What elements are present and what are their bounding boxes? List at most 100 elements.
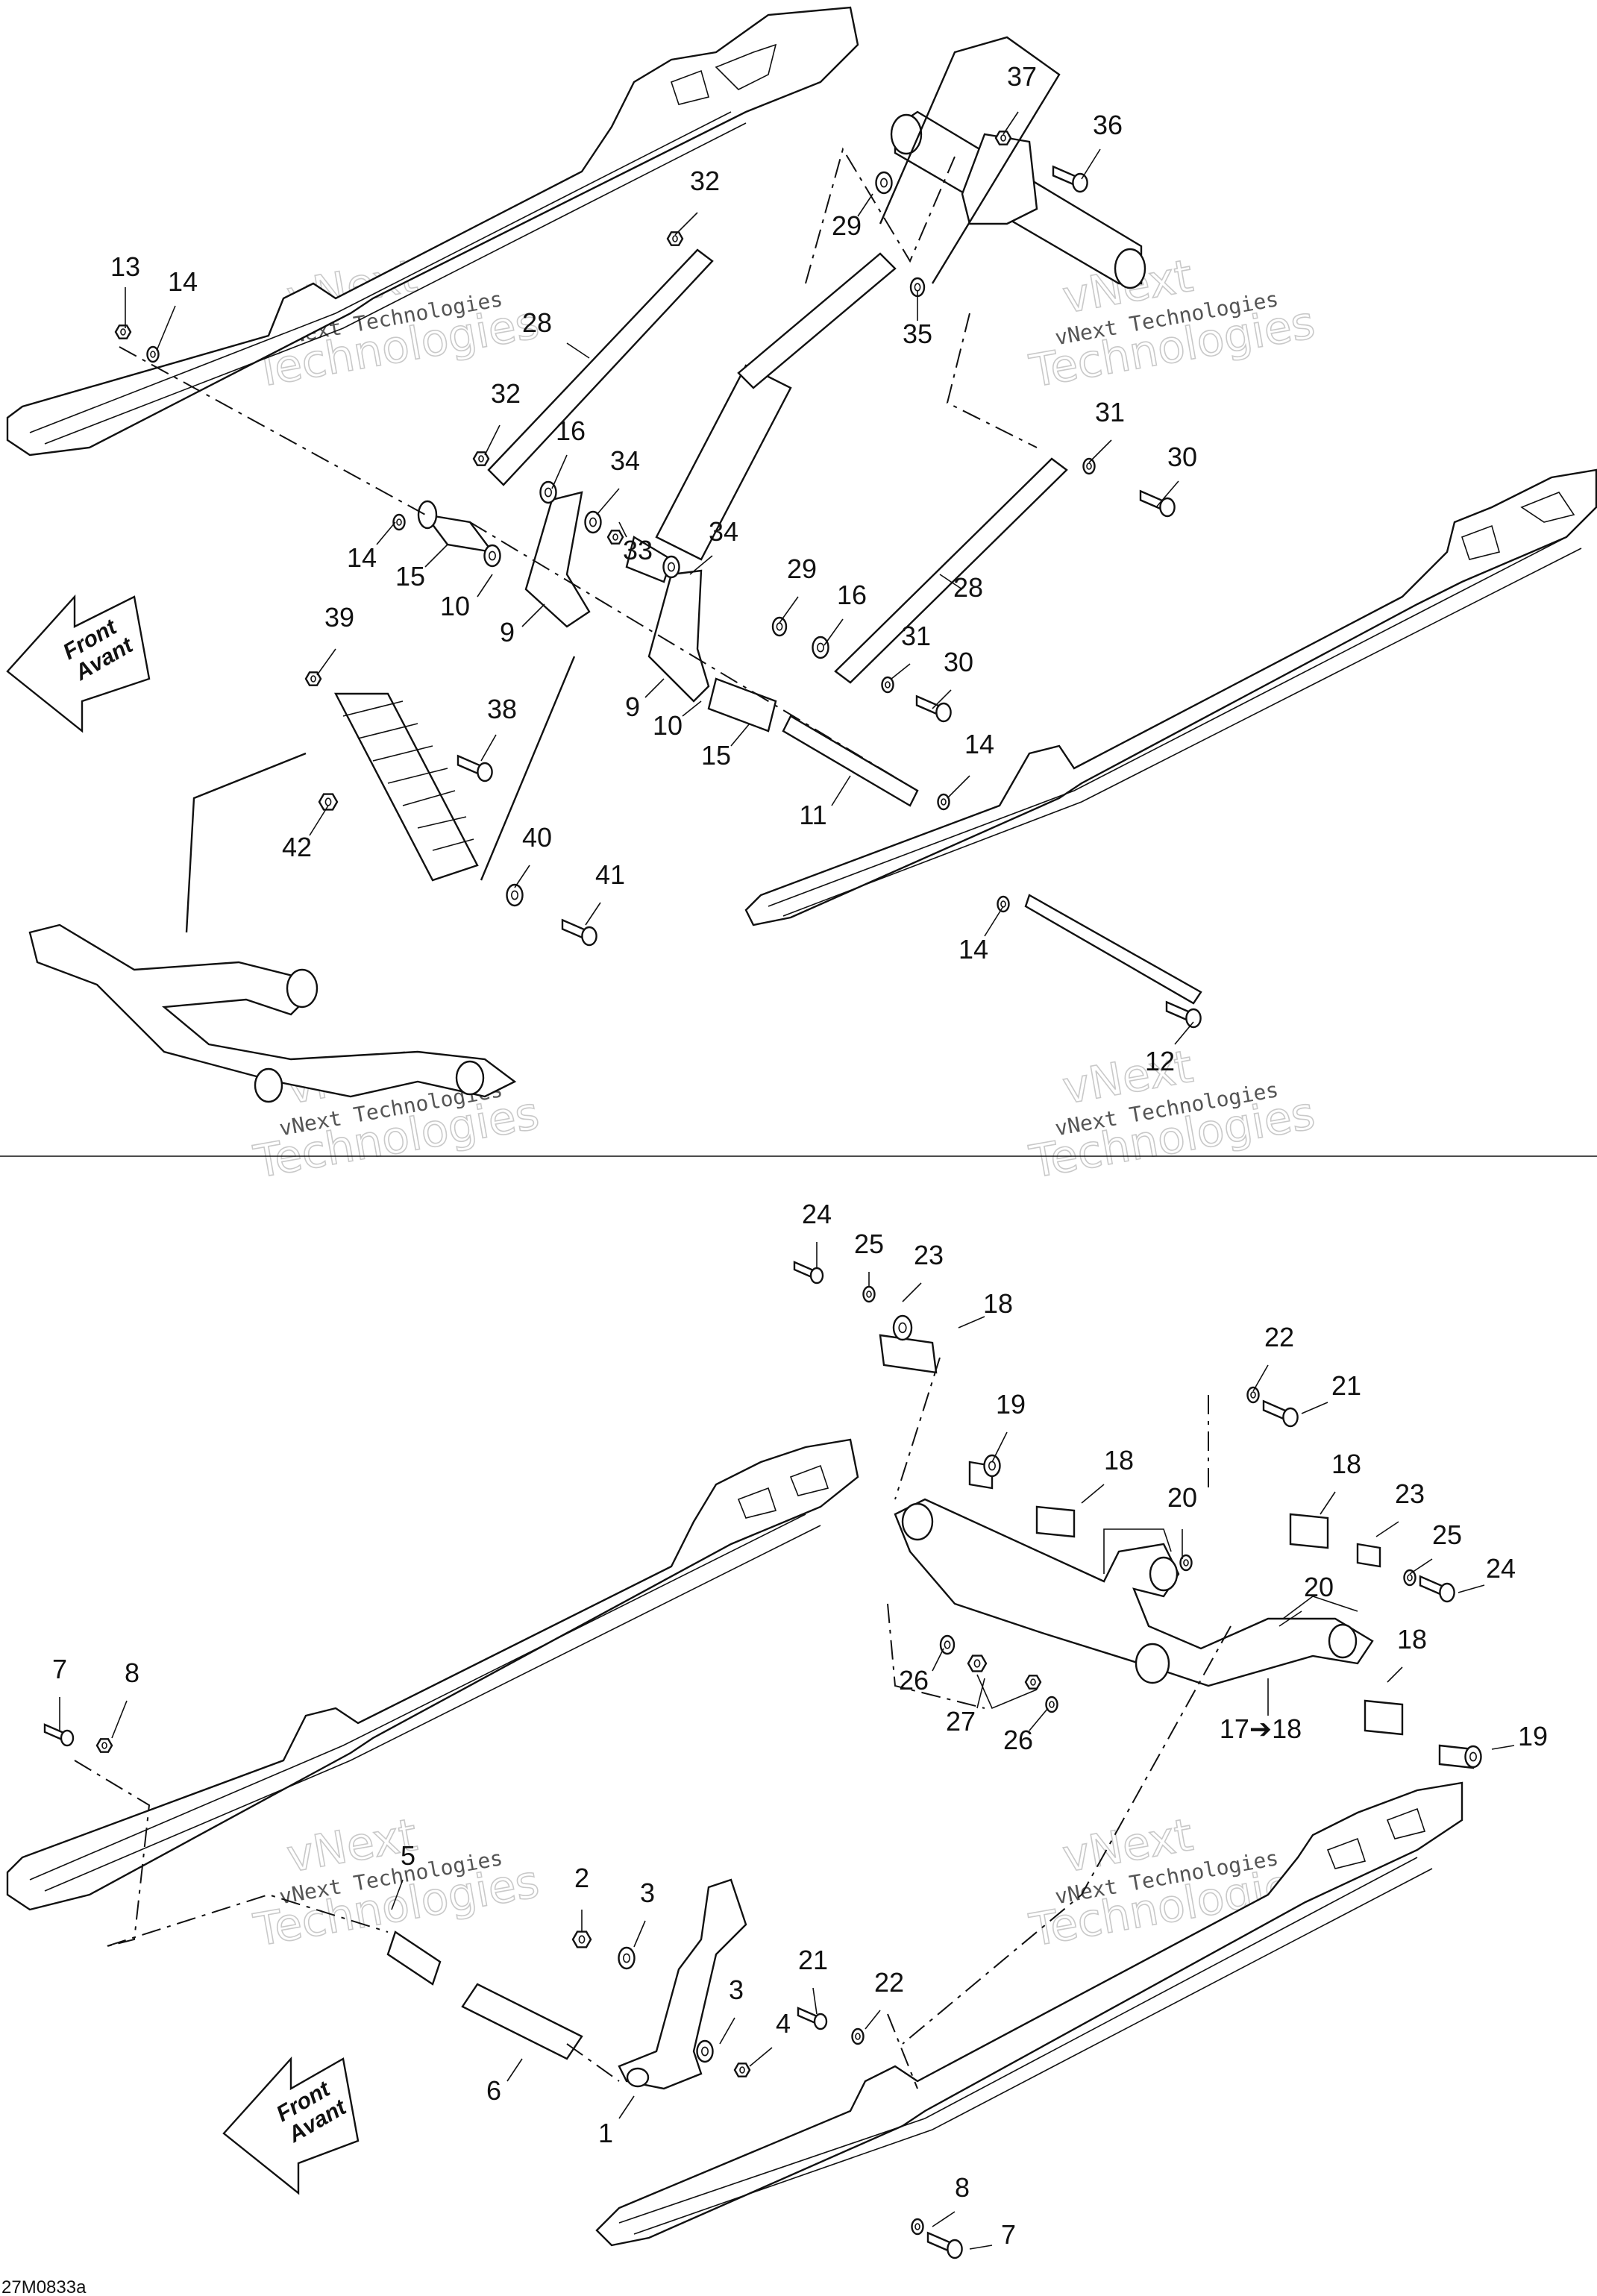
leader-line [823,618,844,646]
watermarks: vNext Technologies vNext Technologies vN… [249,249,1319,1957]
part-label-9b: 9 [625,691,640,722]
right-rail-bottom [595,1781,1463,2247]
washer [392,513,406,531]
part-label-34a: 34 [610,445,640,476]
arm-right [647,569,710,703]
part-label-38: 38 [487,694,517,724]
leader-line [969,2245,993,2250]
part-label-41: 41 [595,859,625,890]
leader-line [976,1674,1038,1710]
part-label-2: 2 [574,1863,589,1893]
part-label-21a: 21 [1331,1370,1361,1401]
part-label-22a: 22 [1264,1322,1294,1352]
part-label-16a: 16 [556,415,586,446]
leader-line [1088,439,1112,463]
leader-line [521,603,545,627]
part-label-26b: 26 [1003,1725,1033,1755]
leader-line [633,1920,646,1948]
leader-line [1155,480,1179,508]
washer [812,636,829,659]
bolt [1262,1399,1299,1428]
leader-line [976,1678,985,1709]
part-label-19b: 19 [1518,1721,1548,1751]
part-label-14c: 14 [964,729,994,759]
bolt [1165,1000,1202,1029]
link-rod-left [487,248,714,486]
nut [95,1738,113,1753]
alignment-lines-bottom [74,1357,1232,2089]
spacer-tube-5 [386,1930,442,1986]
part-label-31b: 31 [901,621,931,651]
part-label-25a: 25 [854,1229,884,1259]
part-label-22b: 22 [874,1967,904,1998]
leader-line [947,775,970,799]
leader-line [1301,1402,1328,1414]
washer [851,2027,865,2045]
left-rail-bottom [6,1438,859,1911]
leader-line [566,342,590,359]
washer [862,1285,876,1303]
bolt [793,1261,824,1285]
leader-line [682,700,702,717]
part-label-29a: 29 [832,210,862,241]
part-label-15b: 15 [701,740,731,771]
right-rail-top [744,468,1597,926]
nut [1024,1675,1042,1690]
washer [911,2218,924,2236]
axle [782,715,919,807]
washer [1179,1554,1193,1572]
part-label-7a: 7 [52,1654,67,1684]
leader-line [596,488,620,515]
leader-line [779,596,799,624]
part-label-19a: 19 [996,1389,1026,1420]
left-rail-top [6,6,859,457]
part-label-28a: 28 [522,307,552,338]
washer [771,616,788,637]
part-label-11: 11 [799,800,826,830]
washer [618,1946,636,1970]
part-label-24a: 24 [802,1199,832,1229]
part-label-23a: 23 [914,1240,944,1270]
part-label-37: 37 [1007,61,1037,92]
leader-line [156,305,176,351]
bolt [561,918,597,947]
part-label-33: 33 [623,535,653,565]
part-label-9a: 9 [500,617,515,647]
leader-line [618,2095,635,2119]
nut [571,1930,592,1948]
leader-line [891,663,911,680]
nut [994,131,1012,145]
leader-line [1081,1484,1105,1504]
bolt [1052,165,1088,193]
leader-line [506,2058,523,2082]
leader-line [618,521,627,538]
leader-line [689,555,713,575]
washer [1082,457,1096,475]
part-label-15a: 15 [395,561,425,592]
washer [584,510,602,534]
front-hanger-bracket [618,1878,747,2090]
leader-line [719,2017,735,2045]
part-label-14a: 14 [168,266,198,297]
leader-line [932,689,952,709]
part-label-8b: 8 [955,2172,970,2203]
part-label-18a: 18 [983,1288,1013,1319]
leader-line [730,723,750,747]
leader-line [391,1879,404,1910]
washer [937,793,950,811]
spacer-tube-right [707,677,777,733]
bolt [43,1723,75,1747]
leader-line [1387,1666,1403,1683]
leader-line [1278,1610,1302,1627]
leader-line [424,544,448,568]
leader-line [1174,1021,1194,1045]
part-label-34b: 34 [709,516,738,547]
part-label-27: 27 [946,1706,976,1737]
part-label-29b: 29 [787,553,817,584]
washer [506,883,524,907]
part-label-28b: 28 [953,572,983,603]
washer [875,171,893,195]
watermark: vNext Technologies vNext Technologies [1025,249,1319,398]
leader-line [585,902,601,926]
